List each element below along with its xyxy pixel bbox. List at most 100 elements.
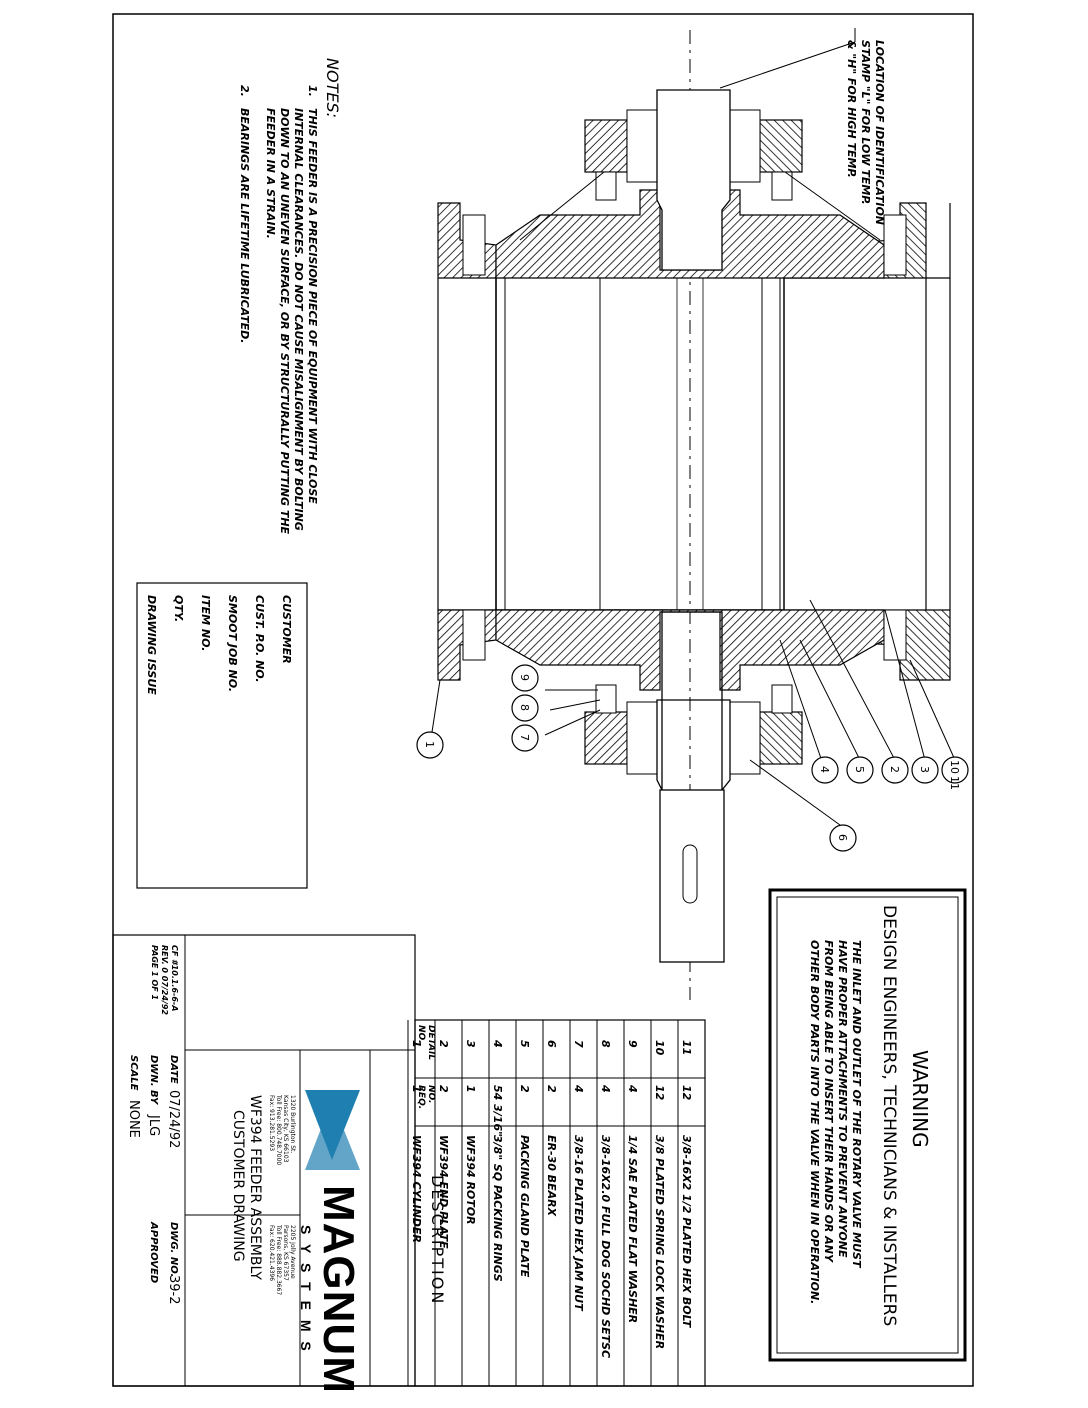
bom-row-desc: 3/8-16 PLATED HEX JAM NUT	[572, 1135, 585, 1311]
doc-ref-2: REV. 0 07/24/92	[160, 945, 169, 1015]
customer-field: CUSTOMER	[280, 595, 293, 664]
smoot-job-field: SMOOT JOB NO.	[226, 595, 239, 693]
address-left-2: Kansas City, KS 66103	[282, 1095, 289, 1163]
address-left-3: Toll Free: 800.748.7000	[275, 1095, 282, 1166]
bom-row-detail: 4	[491, 1040, 504, 1048]
bom-row-desc: PACKING GLAND PLATE	[518, 1135, 531, 1278]
keyway	[682, 844, 698, 904]
scale-label: SCALE	[128, 1055, 139, 1091]
balloon-1: 1	[423, 741, 436, 748]
address-left-1: 1320 Burlington St.	[289, 1095, 296, 1154]
bom-row-detail: 10	[653, 1040, 666, 1056]
bom-row-desc: 1/4 SAE PLATED FLAT WASHER	[626, 1135, 639, 1324]
id-note-line-2: STAMP "L" FOR LOW TEMP.	[859, 40, 872, 205]
note-1-line-2: INTERNAL CLEARANCES. DO NOT CAUSE MISALI…	[292, 108, 305, 531]
drawn-label: DWN. BY	[148, 1055, 159, 1105]
bom-row-detail: 6	[545, 1040, 558, 1048]
dwg-label: DWG. NO.	[168, 1222, 179, 1278]
warning-box-outer	[768, 888, 967, 1362]
bom-row-detail: 11	[680, 1040, 693, 1056]
bom-row-req: 4	[599, 1085, 612, 1093]
bom-row-desc: 3/8" SQ PACKING RINGS	[491, 1135, 504, 1282]
bearing-top-right	[759, 119, 803, 173]
drawing-subtitle: CUSTOMER DRAWING	[230, 1110, 246, 1262]
balloon-7: 7	[518, 734, 531, 741]
bom-row-req: 1	[464, 1085, 477, 1093]
bom-row-detail: 1	[410, 1040, 423, 1048]
warning-title: WARNING	[908, 1050, 932, 1148]
bom-row-detail: 9	[626, 1040, 639, 1048]
brand-sub: S Y S T E M S	[298, 1225, 314, 1354]
rotor-body	[495, 276, 785, 611]
address-right-2: Parsons, KS 67357	[282, 1225, 289, 1281]
balloon-4: 4	[818, 766, 831, 773]
bom-header-detail-1: DETAIL	[426, 1025, 436, 1061]
bearing-bottom-right	[759, 711, 803, 765]
cust-po-field: CUST. P.O. NO.	[253, 595, 266, 683]
balloon-10: 10	[948, 760, 961, 774]
bom-row-req: 1	[410, 1085, 423, 1093]
note-1-number: 1.	[306, 85, 319, 97]
qty-field: QTY.	[172, 595, 185, 623]
bom-row-desc: WF394 CYLINDER	[410, 1135, 423, 1243]
bom-row-req: 12	[653, 1085, 666, 1101]
bom-row-desc: WF394 ROTOR	[464, 1135, 477, 1225]
item-no-field: ITEM NO.	[199, 595, 212, 652]
bom-row-detail: 5	[518, 1040, 531, 1048]
bom-row-detail: 8	[599, 1040, 612, 1048]
bom-row-detail: 2	[437, 1040, 450, 1048]
drawn-value: JLG	[146, 1115, 161, 1137]
doc-ref-1: CF #10.1.6-6-A	[170, 945, 179, 1012]
note-1-line-1: THIS FEEDER IS A PRECISION PIECE OF EQUI…	[306, 108, 319, 504]
bom-row-req: 2	[437, 1085, 450, 1093]
address-right-3: Toll Free: 888.882.3667	[275, 1225, 282, 1296]
bom-row-req: 4	[572, 1085, 585, 1093]
address-left-4: Fax: 913.281.5293	[268, 1095, 275, 1152]
balloons	[416, 664, 969, 852]
bom-row-desc: WF394 END PLATE	[437, 1135, 450, 1249]
balloon-5: 5	[853, 766, 866, 773]
bom-row-req: 2	[545, 1085, 558, 1093]
bom-row-req: 2	[518, 1085, 531, 1093]
bom-header-req-1: NO.	[426, 1085, 436, 1104]
bom-row-desc: ER-30 BEARX	[545, 1135, 558, 1217]
date-value: 07/24/92	[166, 1090, 181, 1149]
note-2-number: 2.	[238, 85, 251, 97]
balloon-8: 8	[518, 704, 531, 711]
warning-line-2: HAVE PROPER ATTACHMENTS TO PREVENT ANYON…	[836, 940, 849, 1258]
warning-box-inner	[776, 896, 959, 1354]
note-2-line-1: BEARINGS ARE LIFETIME LUBRICATED.	[238, 108, 251, 344]
bom-row-req: 12	[680, 1085, 693, 1101]
warning-line-4: OTHER BODY PARTS INTO THE VALVE WHEN IN …	[808, 940, 821, 1305]
warning-audience: DESIGN ENGINEERS, TECHNICIANS & INSTALLE…	[879, 905, 899, 1327]
bearing-bottom-left	[584, 711, 628, 765]
scale-value: NONE	[126, 1100, 141, 1138]
balloon-3: 3	[918, 766, 931, 773]
bom-row-detail: 3	[464, 1040, 477, 1048]
drawing-title: WF394 FEEDER ASSEMBLY	[247, 1095, 263, 1280]
brand-name: MAGNUM	[314, 1185, 363, 1394]
shaft	[656, 89, 731, 271]
balloon-11: 11	[948, 776, 961, 790]
notes-title: NOTES:	[323, 58, 342, 118]
balloon-9: 9	[518, 674, 531, 681]
title-block	[112, 934, 416, 1387]
id-note-line-3: & "H" FOR HIGH TEMP.	[845, 40, 858, 178]
address-right-4: Fax: 620.421.4396	[268, 1225, 275, 1282]
bom-row-detail: 7	[572, 1040, 585, 1048]
id-note-line-1: LOCATION OF IDENTIFICATION	[873, 40, 886, 226]
customer-block	[136, 582, 308, 889]
approved-label: APPROVED	[148, 1222, 159, 1284]
bom-row-req: 54 3/16"	[491, 1085, 504, 1137]
warning-line-1: THE INLET AND OUTLET OF THE ROTARY VALVE…	[850, 940, 863, 1268]
bom-row-desc: 3/8-16X2 1/2 PLATED HEX BOLT	[680, 1135, 693, 1328]
address-right-1: 2205 Jolly Avenue	[289, 1225, 296, 1279]
warning-line-3: FROM BEING ABLE TO INSERT THEIR HANDS OR…	[822, 940, 835, 1262]
balloon-6: 6	[836, 834, 849, 841]
note-1-line-3: DOWN TO AN UNEVEN SURFACE, OR BY STRUCTU…	[278, 108, 291, 535]
note-1-line-4: FEEDER IN A STRAIN.	[264, 108, 277, 239]
balloon-2: 2	[888, 766, 901, 773]
drawing-issue-field: DRAWING ISSUE	[145, 595, 158, 695]
